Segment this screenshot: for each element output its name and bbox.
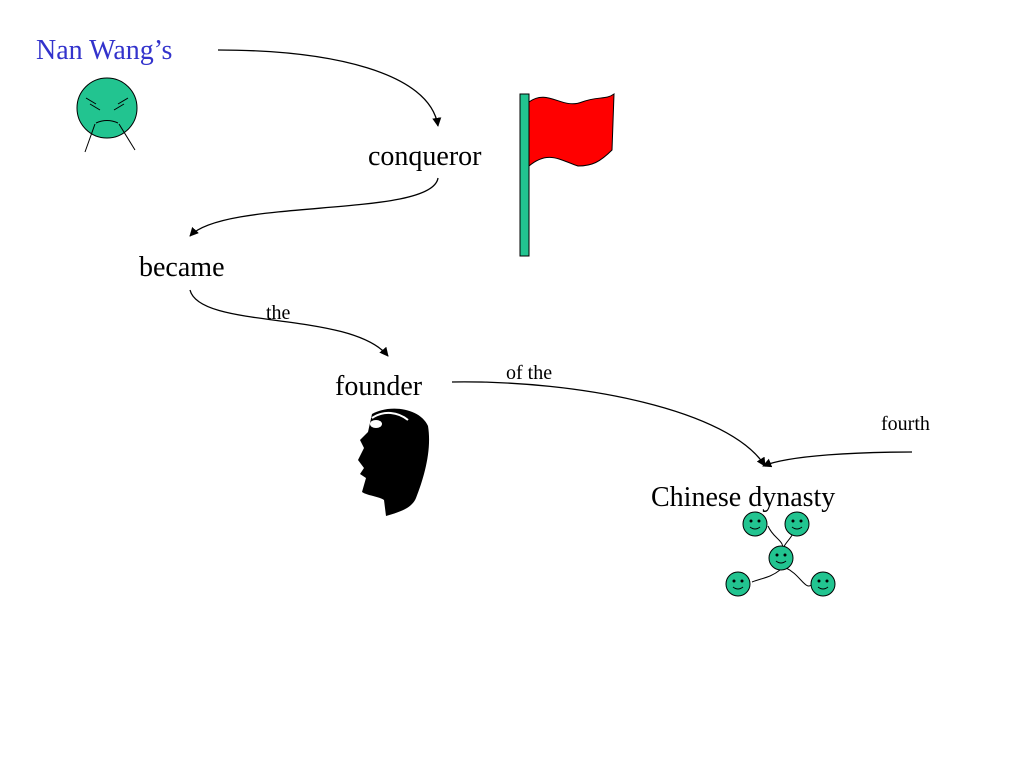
founder-label: founder	[335, 371, 423, 402]
arrow-subject-to-conqueror	[217, 49, 442, 127]
became-label: became	[139, 252, 225, 283]
family-tree-faces-icon	[725, 511, 836, 597]
conqueror-label: conqueror	[368, 141, 482, 172]
fourth-label: fourth	[881, 413, 930, 435]
arrow-founder-to-dynasty	[451, 381, 766, 467]
angry-face-icon	[76, 77, 138, 153]
arrow-fourth-to-dynasty	[762, 451, 913, 468]
of-the-label: of the	[506, 362, 553, 384]
dynasty-label: Chinese dynasty	[651, 482, 836, 513]
red-flag-icon	[519, 92, 615, 257]
arrow-became-to-founder	[189, 289, 389, 357]
arrow-conqueror-to-became	[189, 177, 439, 237]
the-label: the	[266, 302, 291, 324]
subject-label: Nan Wang’s	[36, 35, 173, 66]
head-silhouette-icon	[358, 408, 430, 516]
